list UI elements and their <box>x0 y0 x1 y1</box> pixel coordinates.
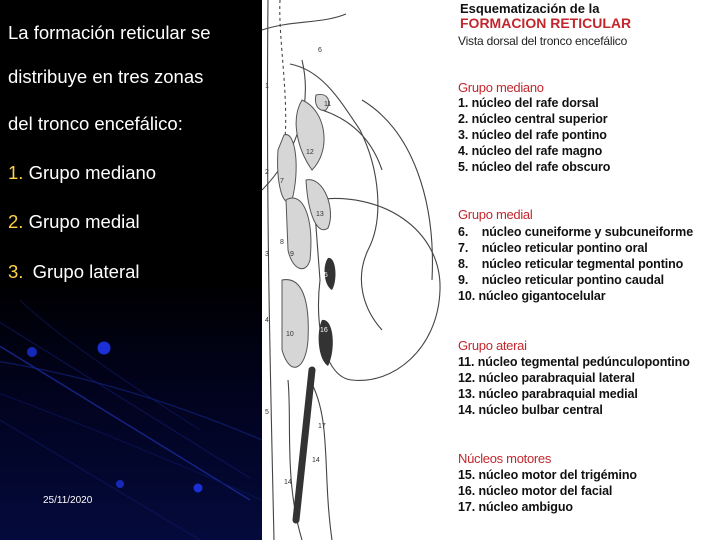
paragraph-line: distribuye en tres zonas <box>8 66 203 88</box>
list-number: 1. <box>8 162 23 183</box>
figure-subtitle: Vista dorsal del tronco encefálico <box>458 34 627 48</box>
paragraph-line: La formación reticular se <box>8 22 211 44</box>
diagram-label: 4 <box>265 317 269 324</box>
legend-item: 11. núcleo tegmental pedúnculopontino <box>458 355 690 369</box>
list-item: 2. Grupo medial <box>8 211 140 233</box>
diagram-label: 7 <box>280 178 284 185</box>
list-item: 3. Grupo lateral <box>8 261 140 283</box>
bullet-dot <box>27 347 37 357</box>
reticular-formation-figure: 6 1 11 12 2 7 13 8 9 3 15 10 16 4 5 17 1… <box>262 0 720 540</box>
legend-item: 4. núcleo del rafe magno <box>458 144 602 158</box>
diagram-label: 8 <box>280 239 284 246</box>
diagram-label: 9 <box>290 251 294 258</box>
group-title: Grupo mediano <box>458 80 544 95</box>
legend-item: 17. núcleo ambiguo <box>458 500 573 514</box>
diagram-label: 14 <box>284 479 292 486</box>
diagram-label: 16 <box>320 327 328 334</box>
legend-item: 7. núcleo reticular pontino oral <box>458 241 648 255</box>
bullet-dot <box>98 342 111 355</box>
bullet-dot <box>194 484 203 493</box>
legend-item: 2. núcleo central superior <box>458 112 608 126</box>
list-number: 3. <box>8 261 23 282</box>
list-label: Grupo mediano <box>29 162 157 183</box>
diagram-label: 6 <box>318 47 322 54</box>
slide-date: 25/11/2020 <box>43 495 92 506</box>
diagram-label: 5 <box>265 409 269 416</box>
legend-item: 14. núcleo bulbar central <box>458 403 603 417</box>
diagram-label: 11 <box>324 101 331 108</box>
legend-item: 13. núcleo parabraquial medial <box>458 387 638 401</box>
left-panel: La formación reticular se distribuye en … <box>0 0 262 540</box>
diagram-label: 13 <box>316 211 324 218</box>
diagram-label: 10 <box>286 331 294 338</box>
group-title: Grupo aterai <box>458 338 527 353</box>
figure-title-line1: Esquematización de la <box>460 1 599 16</box>
figure-title-line2: FORMACION RETICULAR <box>460 15 631 31</box>
diagram-label: 17 <box>318 423 326 430</box>
list-label: Grupo medial <box>29 211 140 232</box>
legend-item: 12. núcleo parabraquial lateral <box>458 371 635 385</box>
diagram-label: 1 <box>265 83 269 90</box>
diagram-label: 15 <box>320 272 328 279</box>
diagram-label: 3 <box>265 251 269 258</box>
paragraph-line: del tronco encefálico: <box>8 113 183 135</box>
legend-item: 15. núcleo motor del trigémino <box>458 468 637 482</box>
legend-item: 6. núcleo cuneiforme y subcuneiforme <box>458 225 693 239</box>
bullet-dot <box>116 480 124 488</box>
legend-item: 16. núcleo motor del facial <box>458 484 612 498</box>
legend-item: 10. núcleo gigantocelular <box>458 289 606 303</box>
legend-item: 1. núcleo del rafe dorsal <box>458 96 599 110</box>
legend-item: 5. núcleo del rafe obscuro <box>458 160 610 174</box>
brainstem-diagram: 6 1 11 12 2 7 13 8 9 3 15 10 16 4 5 17 1… <box>262 0 458 540</box>
group-title: Grupo medial <box>458 207 532 222</box>
legend-item: 3. núcleo del rafe pontino <box>458 128 607 142</box>
diagram-label: 14 <box>312 457 320 464</box>
diagram-label: 12 <box>306 149 314 156</box>
list-item: 1. Grupo mediano <box>8 162 156 184</box>
list-label: Grupo lateral <box>33 261 140 282</box>
group-title: Núcleos motores <box>458 451 551 466</box>
legend-item: 8. núcleo reticular tegmental pontino <box>458 257 683 271</box>
legend-item: 9. núcleo reticular pontino caudal <box>458 273 664 287</box>
diagram-label: 2 <box>265 169 269 176</box>
decorative-lines <box>0 300 262 540</box>
list-number: 2. <box>8 211 23 232</box>
